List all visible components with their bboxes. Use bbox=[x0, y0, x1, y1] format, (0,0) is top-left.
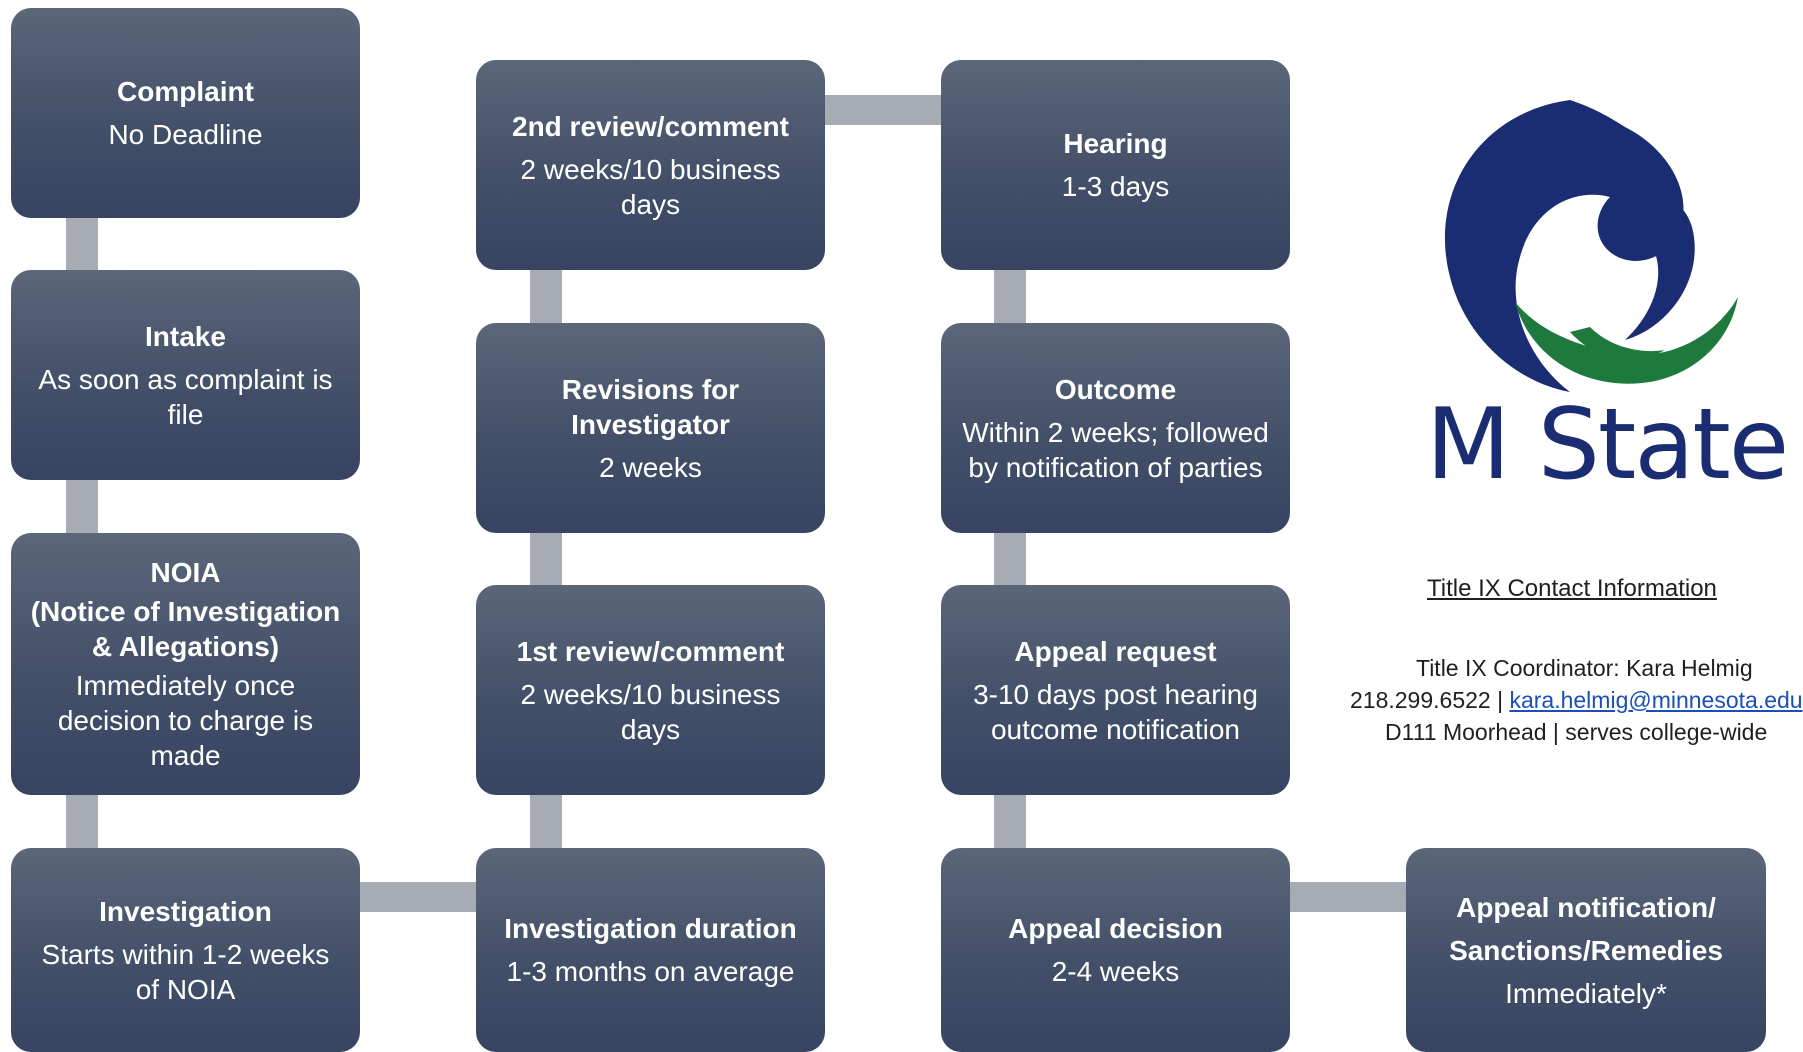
step-noia: NOIA (Notice of Investigation & Allegati… bbox=[11, 533, 360, 795]
step-title: Appeal request bbox=[1014, 635, 1217, 667]
connector bbox=[66, 790, 98, 850]
flowchart: Complaint No Deadline Intake As soon as … bbox=[11, 8, 1803, 1052]
logo-swirl-green-inner bbox=[1570, 327, 1665, 360]
step-title: Revisions for Investigator bbox=[561, 373, 740, 440]
step-title: 1st review/comment bbox=[516, 635, 785, 667]
step-appeal-request: Appeal request 3-10 days post hearing ou… bbox=[941, 585, 1290, 795]
step-detail: 1-3 months on average bbox=[506, 956, 795, 987]
logo-swirl-inner bbox=[1610, 190, 1695, 340]
step-detail: Immediately once decision to charge is m… bbox=[57, 670, 314, 771]
step-detail: 1-3 days bbox=[1061, 171, 1170, 202]
mstate-logo-icon bbox=[1444, 100, 1738, 392]
contact-heading: Title IX Contact Information bbox=[1427, 575, 1717, 602]
step-title: Outcome bbox=[1054, 373, 1177, 405]
step-detail: No Deadline bbox=[108, 119, 263, 150]
step-detail: Within 2 weeks; followed by notification… bbox=[962, 416, 1269, 483]
step-title: Appeal notification/ bbox=[1456, 891, 1716, 923]
step-title: NOIA bbox=[150, 557, 221, 588]
step-intake: Intake As soon as complaint is file bbox=[11, 270, 360, 480]
step-detail: 2 weeks/10 business days bbox=[520, 153, 781, 220]
connector bbox=[360, 882, 480, 912]
step-title: Appeal decision bbox=[1008, 913, 1223, 944]
step-complaint: Complaint No Deadline bbox=[11, 8, 360, 218]
connector bbox=[994, 265, 1026, 325]
connector bbox=[994, 790, 1026, 850]
step-appeal-notification: Appeal notification/ Sanctions/Remedies … bbox=[1406, 848, 1766, 1052]
step-title: 2nd review/comment bbox=[512, 110, 789, 142]
step-detail: As soon as complaint is file bbox=[38, 363, 333, 430]
step-investigation: Investigation Starts within 1-2 weeks of… bbox=[11, 848, 360, 1052]
connector bbox=[66, 475, 98, 535]
step-appeal-decision: Appeal decision 2-4 weeks bbox=[941, 848, 1290, 1052]
logo-text: M State bbox=[1426, 388, 1789, 502]
step-first-review: 1st review/comment 2 weeks/10 business d… bbox=[476, 585, 825, 795]
connector bbox=[530, 790, 562, 850]
connector bbox=[530, 265, 562, 325]
logo-swirl-navy bbox=[1444, 100, 1684, 392]
connector bbox=[994, 530, 1026, 590]
connector bbox=[530, 530, 562, 590]
connector bbox=[825, 95, 945, 125]
step-detail: 2 weeks bbox=[599, 451, 702, 483]
step-detail: 2-4 weeks bbox=[1051, 956, 1180, 987]
step-title: Investigation bbox=[99, 895, 272, 927]
contact-phone-email: 218.299.6522 | kara.helmig@minnesota.edu bbox=[1350, 687, 1803, 714]
phone-number: 218.299.6522 bbox=[1350, 687, 1491, 713]
step-subtitle: (Notice of Investigation & Allegations) bbox=[30, 596, 341, 662]
step-hearing: Hearing 1-3 days bbox=[941, 60, 1290, 270]
separator: | bbox=[1497, 687, 1504, 713]
step-investigation-duration: Investigation duration 1-3 months on ave… bbox=[476, 848, 825, 1052]
step-detail: 3-10 days post hearing outcome notificat… bbox=[973, 678, 1258, 745]
connector bbox=[1290, 882, 1410, 912]
step-title: Hearing bbox=[1063, 128, 1168, 159]
step-detail: Immediately* bbox=[1505, 977, 1667, 1009]
logo-swirl-green bbox=[1515, 297, 1738, 384]
step-second-review: 2nd review/comment 2 weeks/10 business d… bbox=[476, 60, 825, 270]
step-detail: Starts within 1-2 weeks of NOIA bbox=[41, 938, 330, 1005]
step-title: Complaint bbox=[117, 76, 254, 107]
step-detail: 2 weeks/10 business days bbox=[520, 678, 781, 745]
step-outcome: Outcome Within 2 weeks; followed by noti… bbox=[941, 323, 1290, 533]
step-title: Intake bbox=[145, 320, 226, 352]
coordinator-name: Title IX Coordinator: Kara Helmig bbox=[1416, 655, 1753, 681]
contact-location: D111 Moorhead | serves college-wide bbox=[1385, 719, 1768, 745]
connector bbox=[66, 210, 98, 270]
step-revisions: Revisions for Investigator 2 weeks bbox=[476, 323, 825, 533]
step-title: Investigation duration bbox=[504, 913, 797, 944]
email-link[interactable]: kara.helmig@minnesota.edu bbox=[1509, 687, 1803, 713]
step-subtitle: Sanctions/Remedies bbox=[1449, 934, 1723, 966]
